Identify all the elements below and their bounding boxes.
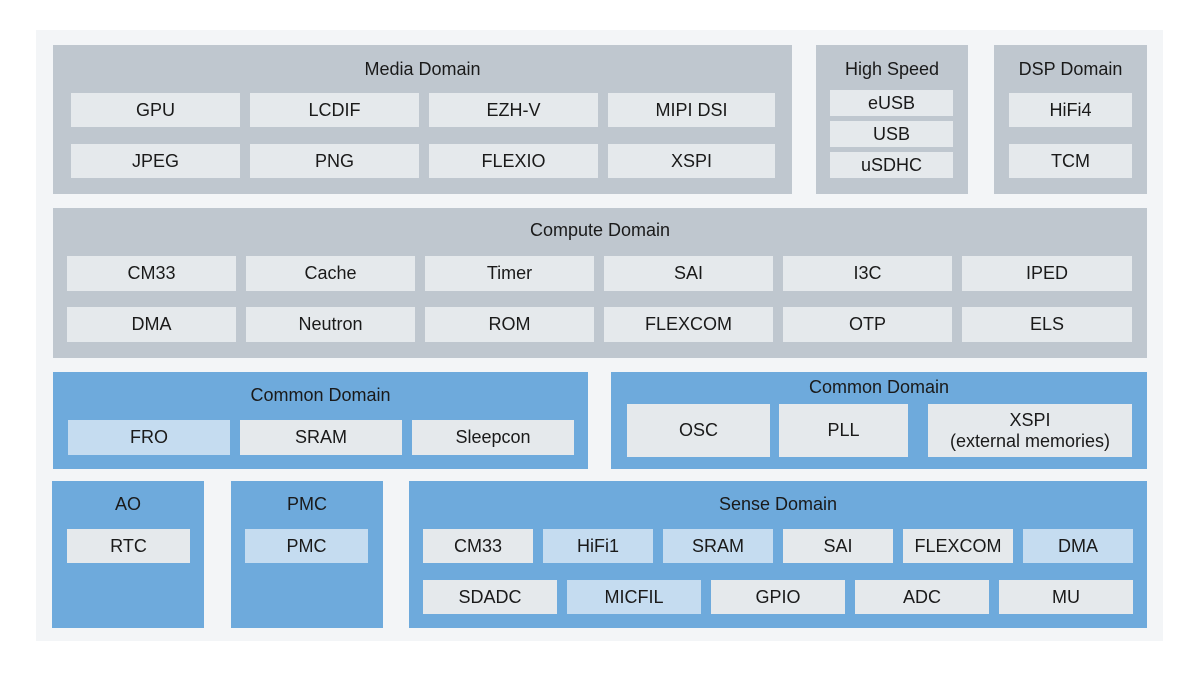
block-xspi-label: XSPI — [1009, 409, 1051, 430]
block-sleepcon: Sleepcon — [412, 420, 574, 455]
block-lcdif: LCDIF — [250, 93, 419, 127]
block-fro: FRO — [68, 420, 230, 455]
media-domain-title: Media Domain — [364, 59, 481, 79]
block-i3c: I3C — [783, 256, 952, 291]
block-osc: OSC — [627, 404, 770, 457]
block-dma: DMA — [67, 307, 236, 342]
block-neutron: Neutron — [246, 307, 415, 342]
block-ezh-v: EZH-V — [429, 93, 598, 127]
block-png: PNG — [250, 144, 419, 178]
block-flexcom: FLEXCOM — [903, 529, 1013, 563]
common-domain-right-title: Common Domain — [808, 377, 950, 397]
block-gpio: GPIO — [711, 580, 845, 614]
block-usdhc: uSDHC — [830, 152, 953, 178]
sense-domain-title: Sense Domain — [718, 494, 838, 514]
pmc-domain: PMC PMC — [231, 481, 383, 628]
block-sdadc: SDADC — [423, 580, 557, 614]
block-jpeg: JPEG — [71, 144, 240, 178]
high-speed-domain: High Speed eUSB USB uSDHC — [816, 45, 968, 194]
block-gpu: GPU — [71, 93, 240, 127]
block-timer: Timer — [425, 256, 594, 291]
block-sai: SAI — [783, 529, 893, 563]
block-mipi-dsi: MIPI DSI — [608, 93, 775, 127]
block-els: ELS — [962, 307, 1132, 342]
block-xspi-sublabel: (external memories) — [949, 430, 1111, 451]
block-pmc: PMC — [245, 529, 368, 563]
block-sram: SRAM — [663, 529, 773, 563]
block-sai: SAI — [604, 256, 773, 291]
block-rtc: RTC — [67, 529, 190, 563]
block-pll: PLL — [779, 404, 908, 457]
block-xspi: XSPI — [608, 144, 775, 178]
compute-domain-title: Compute Domain — [529, 220, 671, 240]
block-flexcom: FLEXCOM — [604, 307, 773, 342]
block-cm33: CM33 — [67, 256, 236, 291]
block-eusb: eUSB — [830, 90, 953, 116]
ao-domain: AO RTC — [52, 481, 204, 628]
block-adc: ADC — [855, 580, 989, 614]
ao-domain-title: AO — [114, 494, 141, 514]
block-usb: USB — [830, 121, 953, 147]
sense-domain: Sense Domain CM33 HiFi1 SRAM SAI FLEXCOM… — [409, 481, 1147, 628]
compute-domain: Compute Domain CM33 Cache Timer SAI I3C … — [53, 208, 1147, 358]
block-micfil: MICFIL — [567, 580, 701, 614]
high-speed-domain-title: High Speed — [844, 59, 940, 79]
block-tcm: TCM — [1009, 144, 1132, 178]
pmc-domain-title: PMC — [287, 494, 327, 514]
block-hifi1: HiFi1 — [543, 529, 653, 563]
block-iped: IPED — [962, 256, 1132, 291]
block-dma: DMA — [1023, 529, 1133, 563]
block-xspi-external: XSPI (external memories) — [928, 404, 1132, 457]
common-domain-right: Common Domain OSC PLL XSPI (external mem… — [611, 372, 1147, 469]
block-flexio: FLEXIO — [429, 144, 598, 178]
block-cache: Cache — [246, 256, 415, 291]
block-mu: MU — [999, 580, 1133, 614]
block-hifi4: HiFi4 — [1009, 93, 1132, 127]
block-otp: OTP — [783, 307, 952, 342]
block-cm33: CM33 — [423, 529, 533, 563]
block-sram: SRAM — [240, 420, 402, 455]
common-domain-left: Common Domain FRO SRAM Sleepcon — [53, 372, 588, 469]
dsp-domain: DSP Domain HiFi4 TCM — [994, 45, 1147, 194]
common-domain-left-title: Common Domain — [250, 385, 391, 405]
media-domain: Media Domain GPU LCDIF EZH-V MIPI DSI JP… — [53, 45, 792, 194]
block-rom: ROM — [425, 307, 594, 342]
dsp-domain-title: DSP Domain — [1018, 59, 1123, 79]
